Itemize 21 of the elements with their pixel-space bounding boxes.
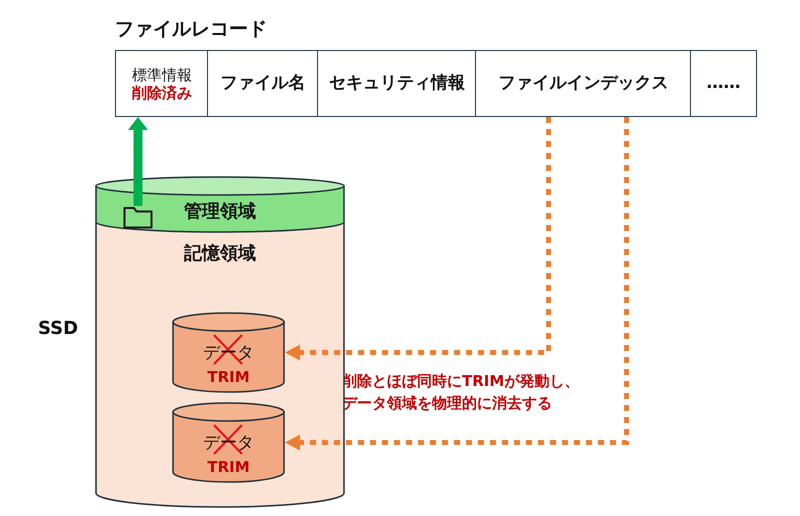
- record-field: [115, 50, 208, 117]
- record-field: [317, 50, 476, 117]
- field-name: セキュリティ情報: [328, 73, 465, 94]
- dotted-arrow: [285, 117, 629, 450]
- ellipsis: ……: [706, 73, 740, 94]
- arrow: [128, 117, 148, 206]
- band-label: 管理領域: [184, 201, 256, 223]
- trim-label: TRIM: [207, 368, 250, 386]
- record-field: [475, 50, 692, 117]
- heading: ファイルレコード: [115, 18, 267, 41]
- field-name: ファイルインデックス: [498, 73, 668, 94]
- dotted-arrow: [285, 117, 552, 360]
- side-label: SSD: [38, 318, 78, 340]
- field-name: ファイル名: [220, 73, 306, 94]
- trim-label: TRIM: [207, 458, 250, 476]
- record-field: [690, 50, 757, 117]
- folder-icon: [123, 206, 153, 229]
- field-name: 標準情報: [132, 66, 192, 84]
- status-text: 削除済み: [132, 84, 192, 102]
- record-field: [207, 50, 318, 117]
- region-label: 記憶領域: [184, 243, 256, 265]
